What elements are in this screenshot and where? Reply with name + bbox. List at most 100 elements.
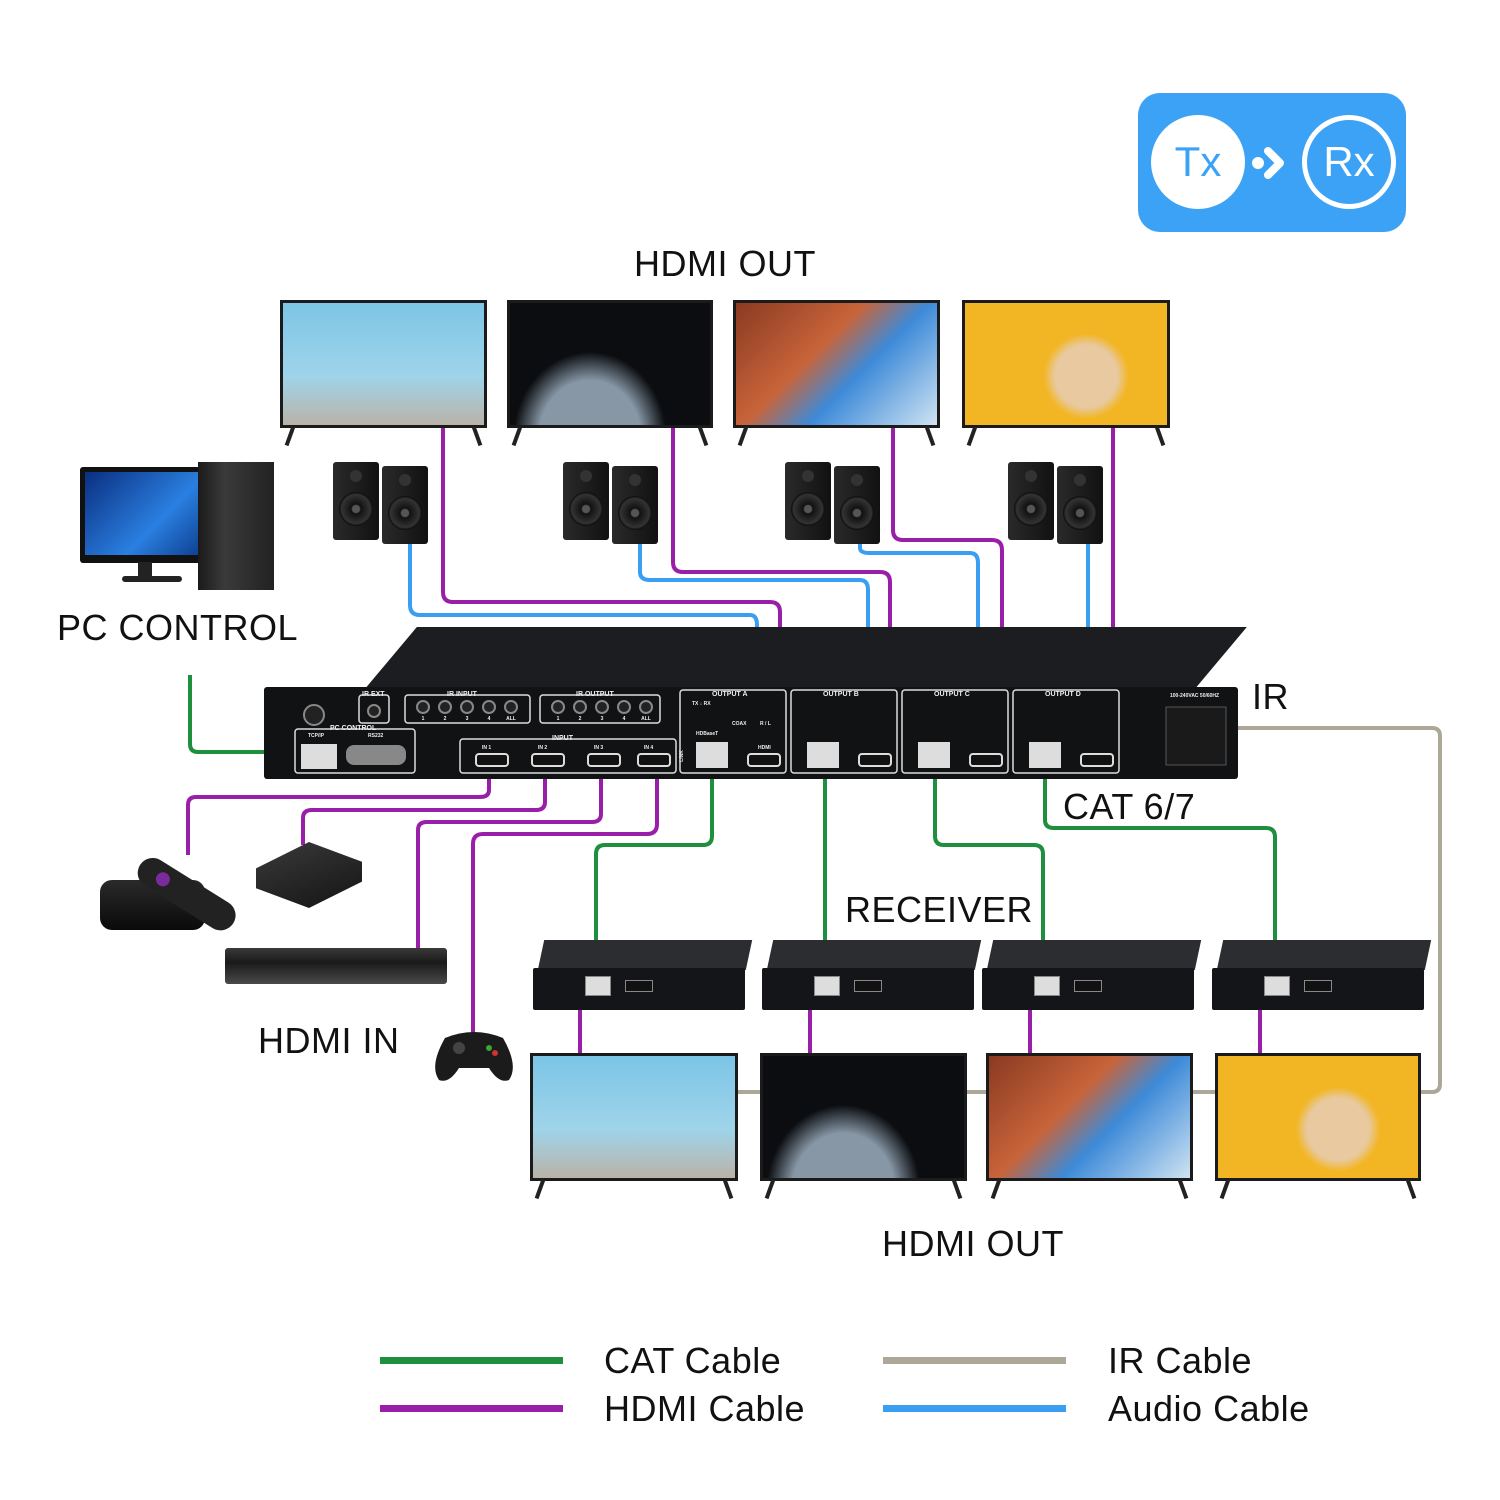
tv-screen (530, 1053, 738, 1181)
tx-rx-badge: Tx Rx (1138, 93, 1406, 232)
ir-output-jack-4-label: 4 (616, 716, 632, 722)
pc-control-panel-label: PC CONTROL (330, 725, 377, 732)
output-c-label: OUTPUT C (934, 691, 970, 698)
input-4-label: IN 4 (644, 745, 654, 751)
speaker-icon (333, 462, 379, 540)
tv-screen (1215, 1053, 1421, 1181)
coax-label: COAX (732, 721, 747, 727)
matrix-panel-graphics (294, 689, 1227, 774)
tv-top-2 (507, 300, 713, 447)
ir-output-jack-all-label: ALL (638, 716, 654, 722)
ir-output-jack-2-label: 2 (572, 716, 588, 722)
legend-audio-line (883, 1405, 1066, 1412)
hdmi-out-bottom-label: HDMI OUT (882, 1223, 1064, 1264)
input-1-label: IN 1 (482, 745, 492, 751)
rx-circle: Rx (1302, 115, 1396, 209)
tv-screen (507, 300, 713, 428)
output-a-label: OUTPUT A (712, 691, 748, 698)
input-3-label: IN 3 (594, 745, 604, 751)
legend-hdmi-line (380, 1405, 563, 1412)
cat-cable-pc (188, 675, 265, 754)
ir-ext-label: IR EXT (362, 691, 385, 698)
rx-label: Rx (1323, 138, 1375, 185)
speaker-icon (834, 466, 880, 544)
tv-screen (733, 300, 940, 428)
ir-output-label: IR OUTPUT (576, 691, 614, 698)
ir-output-jack-1-label: 1 (550, 716, 566, 722)
audio-cable-a (408, 541, 759, 705)
legend-ir-label: IR Cable (1108, 1340, 1253, 1381)
hdmi-cable-c (891, 428, 1004, 765)
speaker-icon (382, 466, 428, 544)
ir-cable (1238, 726, 1442, 1094)
tv-top-3 (733, 300, 940, 447)
output-b-label: OUTPUT B (823, 691, 859, 698)
ir-input-label: IR INPUT (447, 691, 477, 698)
tower (198, 462, 274, 590)
hdmi-in-cable-2 (301, 778, 547, 845)
legend-audio-label: Audio Cable (1108, 1388, 1310, 1429)
receiver-4 (1212, 940, 1432, 1010)
ir-input-jack-2-label: 2 (437, 716, 453, 722)
ir-label: IR (1252, 676, 1289, 717)
hdmi-out-top-label: HDMI OUT (634, 243, 816, 284)
receiver-3 (982, 940, 1202, 1010)
tx-rx-label: TX ↓ RX (692, 701, 711, 707)
receiver-label: RECEIVER (845, 889, 1034, 930)
cat-label: CAT 6/7 (1063, 786, 1196, 827)
tv-screen (760, 1053, 967, 1181)
pc-icon (80, 462, 276, 590)
tv-screen (962, 300, 1170, 428)
speaker-icon (1008, 462, 1054, 540)
ir-input-jack-4-label: 4 (481, 716, 497, 722)
receiver-2 (762, 940, 982, 1010)
monitor (80, 467, 212, 563)
power-label: 100-240VAC 50/60HZ (1170, 693, 1220, 699)
ir-input-jack-all-label: ALL (503, 716, 519, 722)
tv-bottom-2 (760, 1053, 967, 1200)
hdmi-cable-a (441, 428, 782, 765)
pc-control-label: PC CONTROL (57, 607, 299, 648)
receiver-1 (533, 940, 753, 1010)
arrow-icon (1250, 145, 1290, 181)
tx-circle: Tx (1151, 115, 1245, 209)
input-label: INPUT (552, 735, 573, 742)
tv-screen (986, 1053, 1193, 1181)
tv-bottom-4 (1215, 1053, 1421, 1200)
cat-cable-d (1043, 778, 1277, 942)
hdmi-in-cable-3 (416, 778, 603, 948)
tx-label: Tx (1174, 138, 1222, 185)
hdmi-in-cable-1 (186, 778, 491, 855)
matrix-switcher: IR EXT IR INPUT IR OUTPUT 1 2 3 4 ALL 1 … (264, 627, 1247, 779)
cat-cable-a (594, 778, 714, 942)
gamepad-icon (433, 1026, 515, 1084)
legend-ir-line (883, 1357, 1066, 1364)
ir-input-jack-1-label: 1 (415, 716, 431, 722)
input-2-label: IN 2 (538, 745, 548, 751)
tv-top-4 (962, 300, 1170, 447)
cat-cable-c (933, 778, 1045, 942)
hdbaset-label: HDBaseT (696, 731, 719, 737)
speaker-icon (1057, 466, 1103, 544)
ir-output-jack-3-label: 3 (594, 716, 610, 722)
rs232-label: RS232 (368, 733, 384, 739)
hdmi-in-label: HDMI IN (258, 1020, 400, 1061)
legend-cat-label: CAT Cable (604, 1340, 782, 1381)
tv-top-1 (280, 300, 487, 447)
legend-cat-line (380, 1357, 563, 1364)
ir-input-jack-3-label: 3 (459, 716, 475, 722)
audio-cable-b (638, 541, 870, 700)
speaker-icon (563, 462, 609, 540)
matrix-front-panel: IR EXT IR INPUT IR OUTPUT 1 2 3 4 ALL 1 … (264, 687, 1238, 779)
hdmi-in-cable-4 (471, 778, 659, 1040)
hdmi-cable-b (671, 428, 892, 765)
speaker-icon (785, 462, 831, 540)
hdmi-port-label: HDMI (758, 745, 771, 751)
tcpip-label: TCP/IP (308, 733, 325, 739)
rl-label: R / L (760, 721, 771, 727)
tv-bottom-1 (530, 1053, 738, 1200)
dvd-player-icon (225, 948, 447, 984)
audio-cable-c (858, 541, 980, 705)
tv-screen (280, 300, 487, 428)
